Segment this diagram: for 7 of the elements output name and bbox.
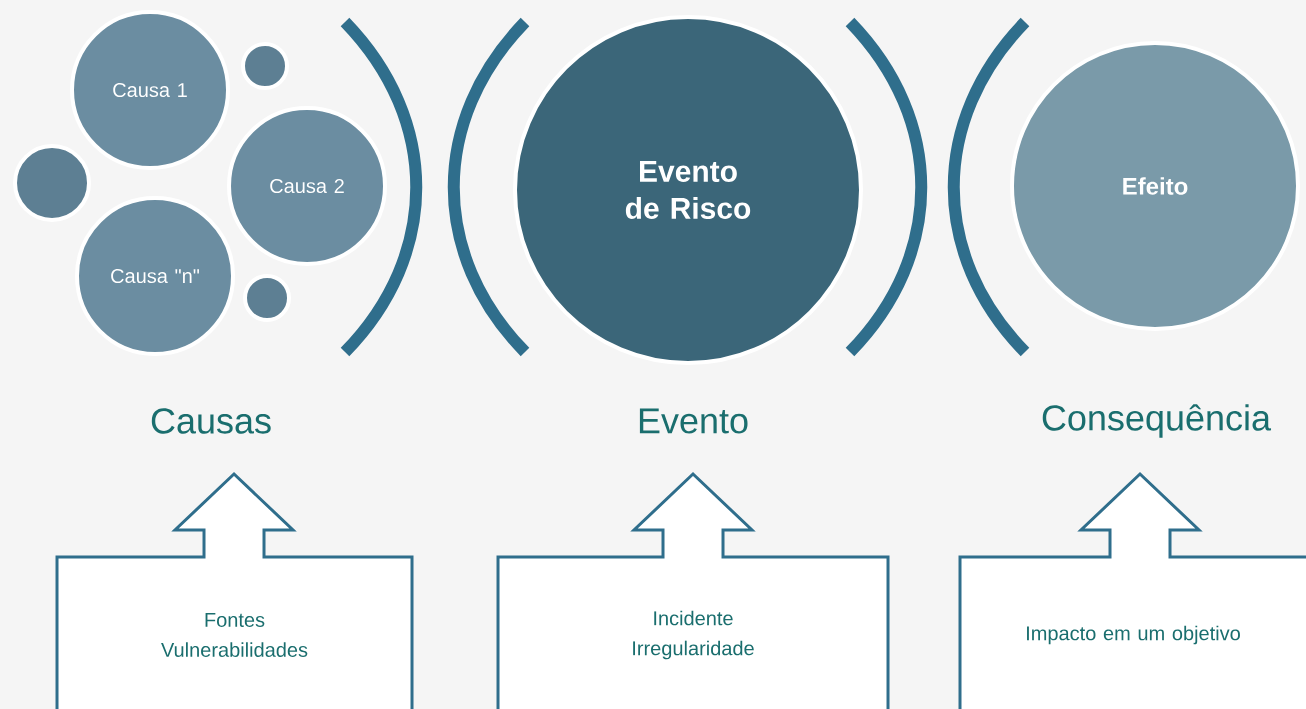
arrow-callout-box: Incidente Irregularidade bbox=[496, 471, 890, 709]
heading: Consequência bbox=[1042, 404, 1272, 438]
heading: Causas bbox=[151, 408, 271, 434]
arrow-callout-box: Impacto em um objetivo bbox=[958, 471, 1306, 709]
arrow-callout-box: Fontes Vulnerabilidades bbox=[55, 471, 414, 709]
circle bbox=[13, 144, 91, 222]
heading: Evento bbox=[639, 408, 748, 434]
